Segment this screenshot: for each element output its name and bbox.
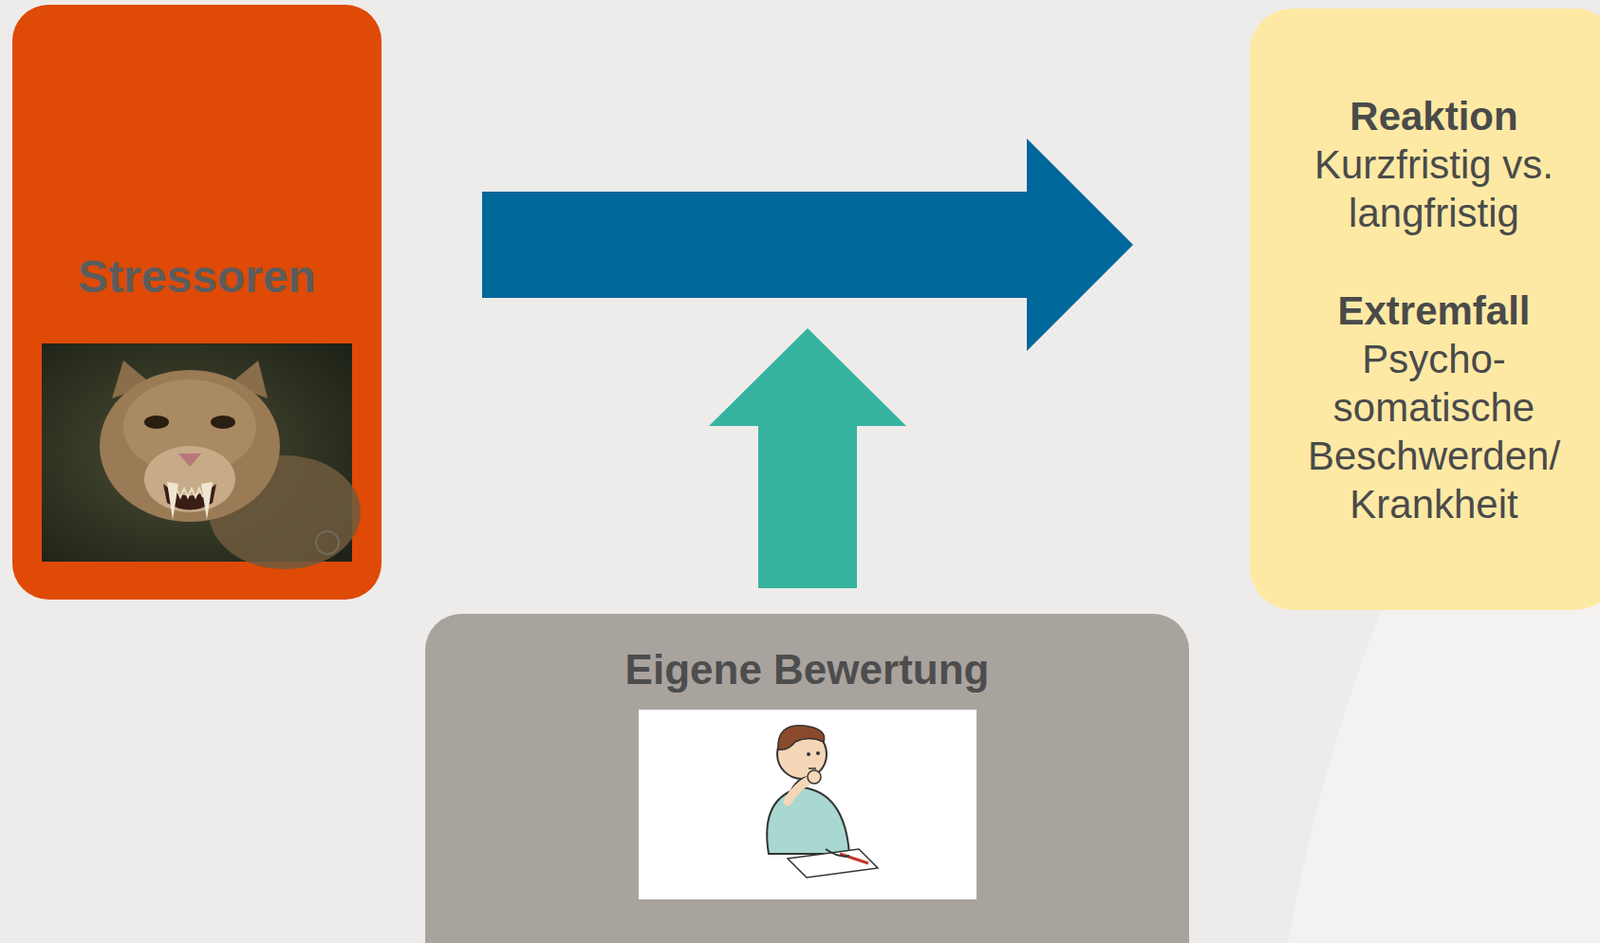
box-heading: Eigene Bewertung bbox=[425, 642, 1190, 698]
box-heading: Stressoren bbox=[12, 248, 382, 306]
reaction-box: ReaktionKurzfristig vs. langfristigExtre… bbox=[1249, 8, 1600, 611]
sabertooth-picture bbox=[41, 343, 361, 570]
thinking-person-picture bbox=[638, 709, 977, 900]
stressor-box: Stressoren bbox=[12, 4, 382, 600]
appraisal-box: Eigene Bewertung bbox=[425, 613, 1190, 943]
box-heading: Reaktion bbox=[1296, 92, 1572, 141]
box-text: Kurzfristig vs. langfristig bbox=[1296, 140, 1572, 238]
box-heading: Extremfall bbox=[1296, 286, 1572, 335]
flow-arrow bbox=[482, 138, 1134, 352]
influence-arrow bbox=[708, 328, 907, 589]
box-text: Psycho- somatische Beschwerden/ Krankhei… bbox=[1296, 334, 1572, 529]
